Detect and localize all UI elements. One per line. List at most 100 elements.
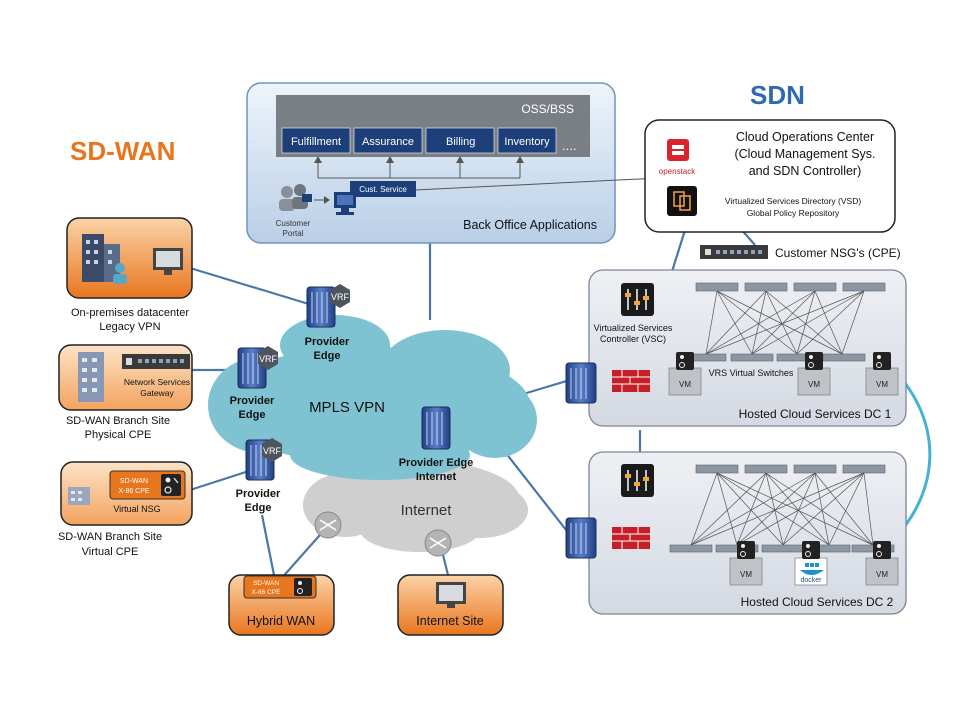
vm-server-dc2-b: VM: [865, 541, 899, 586]
module-fulfillment: Fulfillment: [291, 136, 341, 148]
customer-nsg: Customer NSG's (CPE): [700, 245, 901, 260]
customer-portal-icon: [279, 184, 312, 211]
small-building-icon: [68, 487, 90, 505]
hybrid-wan-site: SD-WAN X-86 CPE Hybrid WAN: [228, 574, 335, 636]
customer-portal-label-1: Customer: [276, 219, 311, 228]
nsg-gateway-label-2: Gateway: [140, 388, 174, 398]
openstack-label: openstack: [659, 167, 696, 176]
sdn-heading: SDN: [750, 80, 805, 110]
customer-nsg-label: Customer NSG's (CPE): [775, 246, 901, 260]
docker-host-dc2: docker: [794, 541, 828, 586]
onprem-label-1: On-premises datacenter: [71, 307, 189, 319]
mpls-label: MPLS VPN: [309, 399, 385, 416]
site-physical: Network Services Gateway: [58, 344, 193, 411]
onprem-label-2: Legacy VPN: [99, 321, 160, 333]
vm-label: VM: [808, 380, 820, 389]
pe-internet-label-1: Provider Edge: [399, 457, 474, 469]
vm-server-dc1-c: VM: [865, 352, 899, 396]
pe-mid-label-2: Edge: [239, 409, 266, 421]
module-billing: Billing: [446, 136, 475, 148]
internet-site-label: Internet Site: [416, 614, 483, 628]
vm-label: VM: [679, 380, 691, 389]
coc-title-1: Cloud Operations Center: [736, 130, 874, 144]
module-inventory: Inventory: [504, 136, 550, 148]
nsg-gateway-icon: [122, 354, 190, 369]
vsc-label-1: Virtualized Services: [594, 323, 673, 333]
internet-label: Internet: [401, 502, 453, 519]
vm-label: VM: [876, 570, 888, 579]
more-modules: ....: [562, 138, 576, 153]
hybrid-box-label-2: X-86 CPE: [252, 589, 282, 596]
vrf-badge-top: VRF: [331, 292, 350, 302]
vsd-icon: [667, 186, 697, 216]
vm-label: VM: [876, 380, 888, 389]
site-virtual: SD-WAN X-86 CPE Virtual NSG: [60, 461, 193, 526]
virtual-cpe-label-2: Virtual CPE: [82, 546, 139, 558]
vsc-icon-dc2: [621, 464, 654, 497]
coc-title-2: (Cloud Management Sys.: [734, 147, 875, 161]
datacenter-1: Virtualized Services Controller (VSC): [588, 269, 907, 427]
vsc-icon-dc1: [621, 283, 654, 316]
vm-server-dc1-b: VM: [797, 352, 831, 396]
dc2-label: Hosted Cloud Services DC 2: [741, 595, 894, 609]
cloud-operations-center: Cloud Operations Center (Cloud Managemen…: [644, 119, 896, 233]
pe-internet-label-2: Internet: [416, 471, 457, 483]
coc-title-3: and SDN Controller): [749, 164, 862, 178]
dc1-firewall-icon: [612, 370, 650, 392]
hybrid-box-label-1: SD-WAN: [253, 580, 279, 587]
vsc-label-2: Controller (VSC): [600, 334, 666, 344]
openstack-logo-icon: [667, 139, 689, 161]
vsd-label-2: Global Policy Repository: [747, 208, 840, 218]
vrf-badge-low: VRF: [263, 446, 282, 456]
vm-label: VM: [740, 570, 752, 579]
pe-low-label-2: Edge: [245, 502, 272, 514]
oss-bss-title: OSS/BSS: [521, 102, 574, 116]
monitor-icon: [153, 248, 183, 275]
dc2-firewall-icon: [612, 527, 650, 549]
physical-cpe-label-1: SD-WAN Branch Site: [66, 415, 170, 427]
site-onprem: [66, 217, 193, 299]
vrf-badge-mid: VRF: [259, 354, 278, 364]
building-icon: [82, 234, 127, 284]
dc1-edge-router: [565, 362, 597, 404]
provider-edge-router-low: VRF: [245, 438, 282, 481]
vm-server-dc1-a: VM: [668, 352, 702, 396]
provider-edge-router-mid: VRF: [237, 346, 278, 389]
module-assurance: Assurance: [362, 136, 414, 148]
back-office-panel: OSS/BSS Fulfillment Assurance Billing In…: [246, 82, 661, 244]
pe-top-label-2: Edge: [314, 350, 341, 362]
provider-edge-router-top: VRF: [306, 284, 350, 328]
hybrid-wan-label: Hybrid WAN: [247, 614, 315, 628]
virtual-nsg-label: Virtual NSG: [113, 504, 160, 514]
customer-portal-label-2: Portal: [283, 229, 304, 238]
internet-switch-icon: [314, 511, 452, 557]
provider-edge-internet-router: [421, 406, 451, 450]
virtual-cpe-label-1: SD-WAN Branch Site: [58, 531, 162, 543]
datacenter-2: VM docker VM Hosted Cloud Services DC 2: [588, 451, 907, 615]
hybrid-chip-icon: [294, 578, 312, 596]
cust-service-box: Cust. Service: [359, 185, 407, 194]
dc2-edge-router: [565, 517, 597, 559]
internet-site: Internet Site: [397, 574, 504, 636]
virtual-nsg-chip-icon: [161, 474, 181, 496]
branch-building-icon: [78, 352, 104, 402]
pe-top-label-1: Provider: [305, 336, 350, 348]
physical-cpe-label-2: Physical CPE: [85, 429, 152, 441]
virt-cpe-box-label-2: X-86 CPE: [118, 488, 149, 495]
internet-site-monitor-icon: [436, 582, 466, 608]
docker-label: docker: [800, 577, 822, 584]
vm-server-dc2-a: VM: [729, 541, 763, 586]
pe-low-label-1: Provider: [236, 488, 281, 500]
nsg-gateway-label-1: Network Services: [124, 377, 190, 387]
cust-service-computer-icon: [334, 192, 356, 215]
virt-cpe-box-label-1: SD-WAN: [120, 478, 148, 485]
pe-mid-label-1: Provider: [230, 395, 275, 407]
dc1-label: Hosted Cloud Services DC 1: [739, 407, 892, 421]
sdwan-heading: SD-WAN: [70, 136, 175, 166]
vrs-label: VRS Virtual Switches: [709, 368, 794, 378]
back-office-title: Back Office Applications: [463, 218, 597, 232]
vsd-label-1: Virtualized Services Directory (VSD): [725, 196, 862, 206]
docker-whale-icon: [800, 563, 824, 575]
